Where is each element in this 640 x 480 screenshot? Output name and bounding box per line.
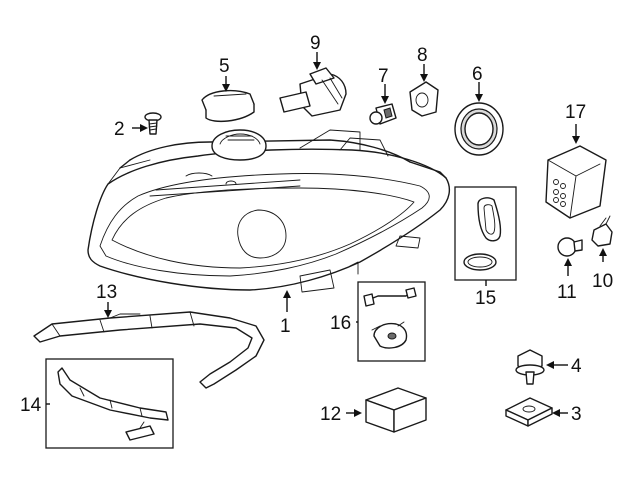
callout-10: 10 (592, 271, 613, 292)
bulb-socket-part-7 (369, 103, 397, 125)
seal-ring-part-6 (454, 102, 504, 156)
package-part-12 (365, 387, 427, 433)
callout-16: 16 (330, 313, 351, 334)
callout-9: 9 (310, 33, 321, 54)
screw-part-2 (144, 112, 162, 135)
callout-14: 14 (20, 395, 42, 416)
callout-6: 6 (472, 64, 483, 85)
socket-part-10 (591, 215, 613, 247)
callout-13: 13 (96, 282, 117, 303)
callout-5: 5 (219, 56, 230, 77)
bracket-part-8 (409, 81, 439, 117)
callout-17: 17 (565, 102, 586, 123)
cover-cap-part-5 (201, 89, 255, 123)
callout-12: 12 (320, 404, 341, 425)
callout-15: 15 (475, 288, 496, 309)
callout-1: 1 (280, 316, 291, 337)
clip-nut-part-3 (505, 397, 553, 427)
callout-8: 8 (417, 45, 428, 66)
control-module-part-17 (545, 145, 607, 219)
headlamp-assembly (87, 129, 451, 293)
callout-7: 7 (378, 66, 389, 87)
gasket-part-15-box (454, 186, 517, 281)
callout-11: 11 (557, 282, 577, 303)
callout-labels: 1 2 3 4 5 6 7 8 9 10 11 12 13 14 15 16 1… (20, 33, 613, 425)
callout-4: 4 (571, 356, 582, 377)
bolt-part-4 (515, 349, 545, 385)
bracket-strip-part-14-box (45, 358, 174, 449)
leader-lines (46, 52, 607, 417)
bulb-part-11 (557, 237, 583, 257)
callout-2: 2 (114, 119, 125, 140)
sensor-part-16-box (357, 281, 426, 362)
callout-3: 3 (571, 404, 582, 425)
lower-trim-part-13 (33, 311, 265, 389)
bulb-part-9 (279, 67, 347, 117)
